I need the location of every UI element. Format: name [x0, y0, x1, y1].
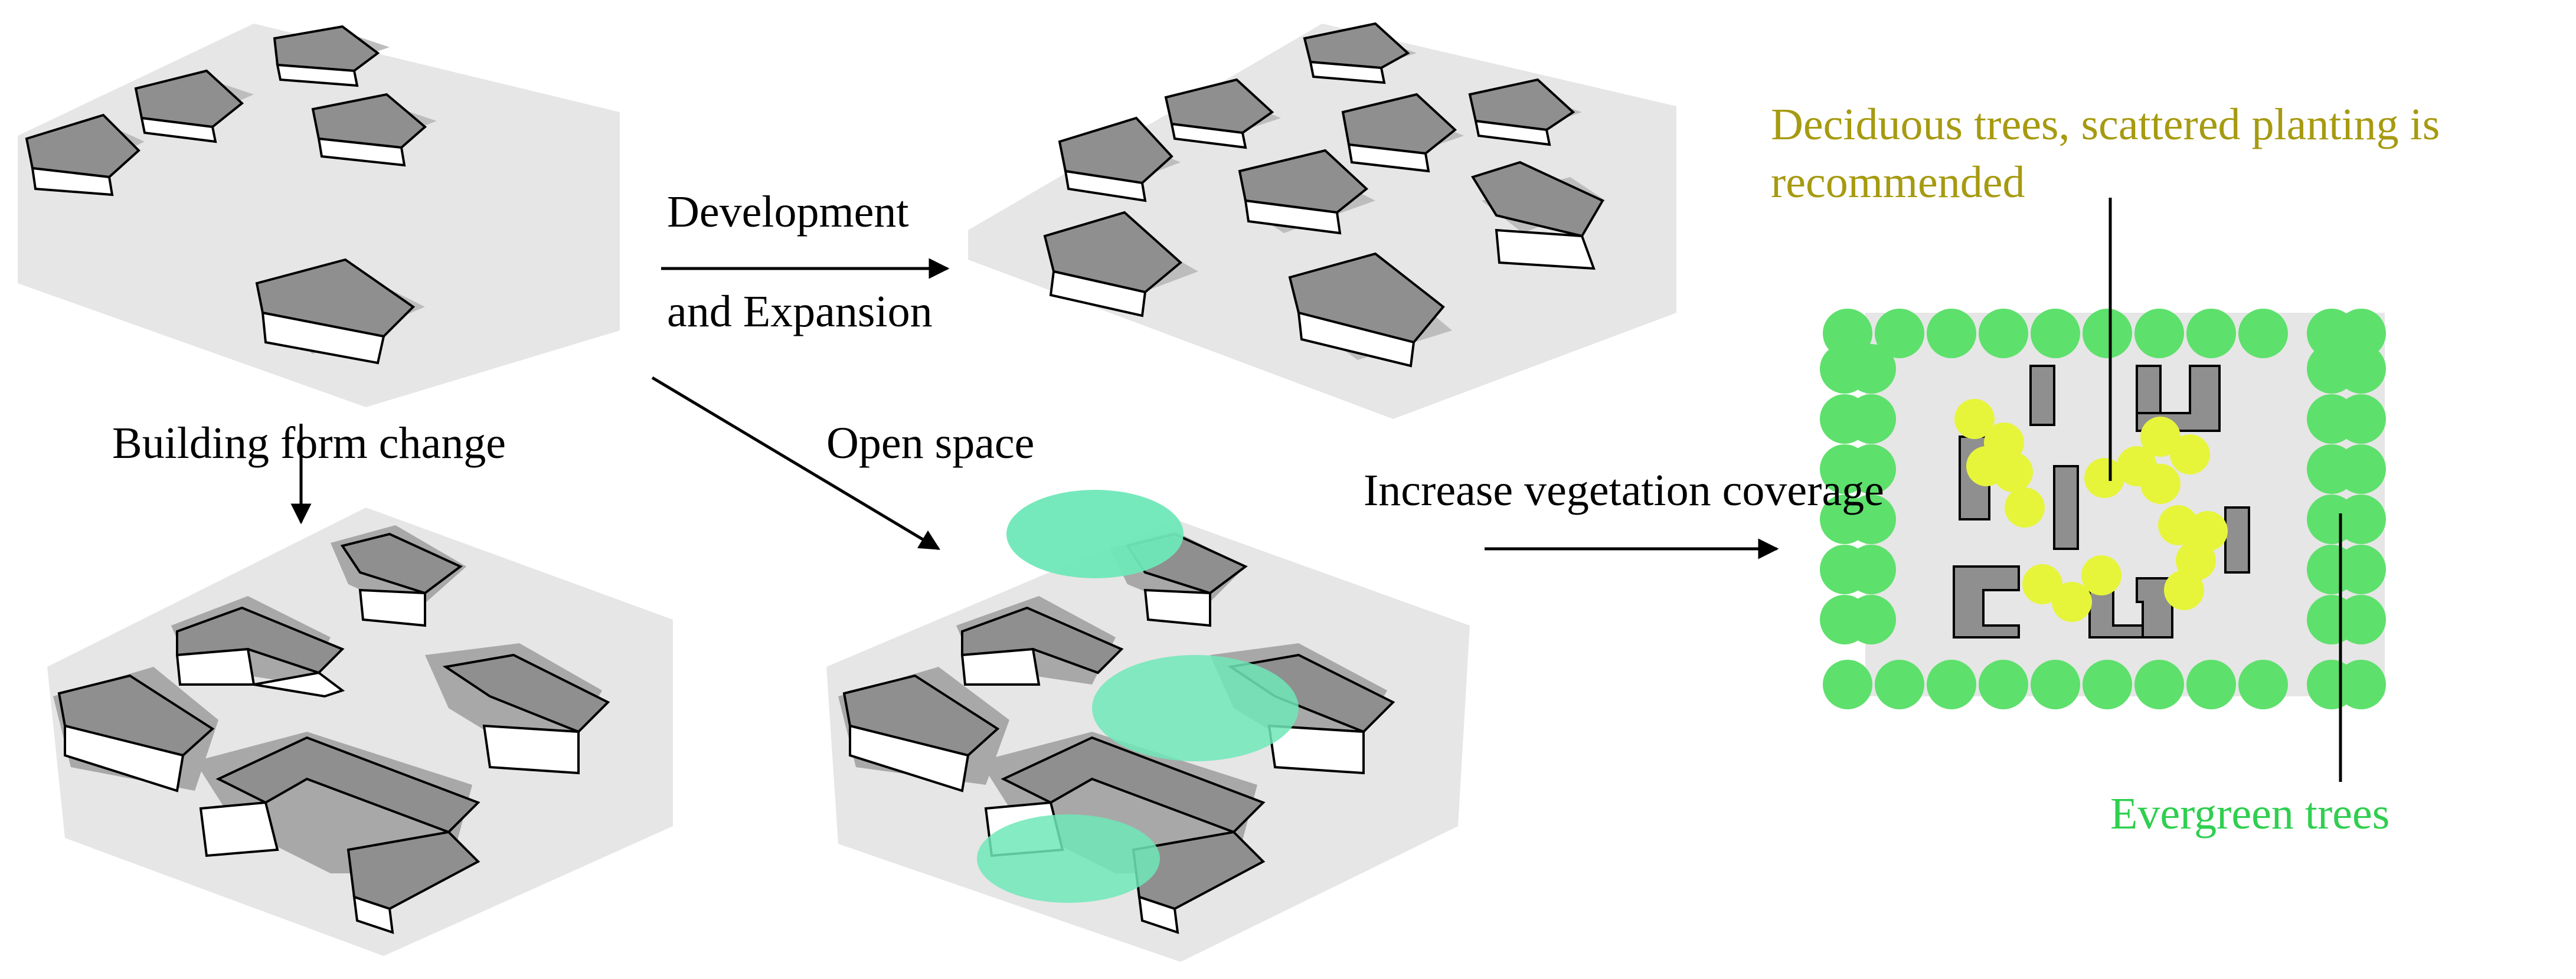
evergreen-tree [1846, 444, 1896, 494]
evergreen-tree [1979, 660, 2028, 709]
deciduous-tree [2052, 582, 2092, 622]
building-plan [1953, 565, 2020, 639]
label-deciduous-trees: Deciduous trees, scattered planting is [1771, 100, 2440, 149]
evergreen-tree [1927, 309, 1976, 358]
building [1303, 22, 1417, 84]
panel-developed-village [968, 22, 1676, 419]
panel-original-village [18, 24, 620, 407]
deciduous-tree [1993, 452, 2033, 492]
evergreen-tree [2186, 309, 2236, 358]
building [1470, 161, 1606, 270]
evergreen-tree [1979, 309, 2028, 358]
evergreen-tree [1875, 309, 1924, 358]
panel-vegetation-plan [1820, 309, 2386, 709]
evergreen-tree [2134, 660, 2184, 709]
evergreen-tree [1823, 660, 1872, 709]
evergreen-tree [2186, 660, 2236, 709]
open-space-area [1006, 490, 1184, 578]
panel-open-space [826, 490, 1470, 962]
evergreen-tree [1846, 344, 1896, 394]
deciduous-tree [2081, 555, 2121, 595]
evergreen-tree [1875, 660, 1924, 709]
building-plan [2053, 465, 2079, 550]
deciduous-tree-group [1954, 399, 2228, 622]
building [1238, 149, 1375, 235]
evergreen-tree [2031, 660, 2080, 709]
evergreen-tree [2336, 309, 2386, 358]
evergreen-tree [2083, 309, 2132, 358]
building [842, 674, 1000, 793]
evergreen-tree [2336, 660, 2386, 709]
label-increase-vegetation: Increase vegetation coverage [1364, 466, 1884, 515]
evergreen-tree [1823, 309, 1872, 358]
building [1288, 252, 1452, 368]
building [175, 606, 345, 698]
building-plan [2136, 365, 2221, 432]
deciduous-tree [2005, 487, 2045, 528]
open-space-area [1092, 655, 1299, 761]
deciduous-tree [1954, 399, 1995, 439]
building [255, 258, 425, 365]
evergreen-tree [1846, 595, 1896, 644]
building-plan [2029, 365, 2055, 426]
building [1468, 78, 1582, 146]
label-development: Development [667, 187, 909, 237]
building [1164, 78, 1281, 149]
evergreen-tree [2134, 309, 2184, 358]
building [25, 113, 145, 197]
label-evergreen-trees: Evergreen trees [2110, 789, 2390, 839]
evergreen-tree [1846, 495, 1896, 544]
building [311, 93, 437, 167]
deciduous-tree [2084, 458, 2124, 498]
building [1341, 93, 1464, 173]
building [960, 606, 1124, 686]
evergreen-tree [2238, 660, 2288, 709]
evergreen-tree [2238, 309, 2288, 358]
label-expansion: and Expansion [667, 287, 933, 336]
evergreen-tree [1927, 660, 1976, 709]
open-space-area [977, 814, 1160, 903]
deciduous-tree [2140, 464, 2181, 504]
deciduous-tree [2164, 570, 2204, 610]
evergreen-tree [2336, 545, 2386, 594]
building [199, 736, 480, 934]
evergreen-tree [2083, 660, 2132, 709]
evergreen-tree [2336, 495, 2386, 544]
building [57, 674, 215, 793]
building [134, 69, 254, 143]
building-plan [2224, 506, 2250, 574]
evergreen-tree [1846, 545, 1896, 594]
evergreen-tree [1846, 394, 1896, 444]
deciduous-tree [2140, 417, 2181, 457]
deciduous-tree [2022, 564, 2062, 604]
deciduous-tree [2170, 434, 2210, 474]
building [340, 532, 463, 627]
building [1043, 211, 1198, 317]
label-open-space: Open space [826, 418, 1035, 468]
building [442, 653, 610, 775]
building-plan [2136, 365, 2162, 414]
label-recommended: recommended [1771, 158, 2025, 207]
building [1058, 116, 1181, 202]
evergreen-tree-group [1820, 309, 2386, 709]
panel-building-form-change [47, 507, 673, 956]
arrow-open-space [651, 376, 941, 551]
evergreen-tree [2336, 344, 2386, 394]
evergreen-tree [2031, 309, 2080, 358]
ground-plane [1865, 313, 2385, 696]
label-building-form-change: Building form change [112, 418, 506, 468]
evergreen-tree [2336, 595, 2386, 644]
evergreen-tree [2336, 444, 2386, 494]
building [273, 25, 390, 87]
evergreen-tree [2336, 394, 2386, 444]
